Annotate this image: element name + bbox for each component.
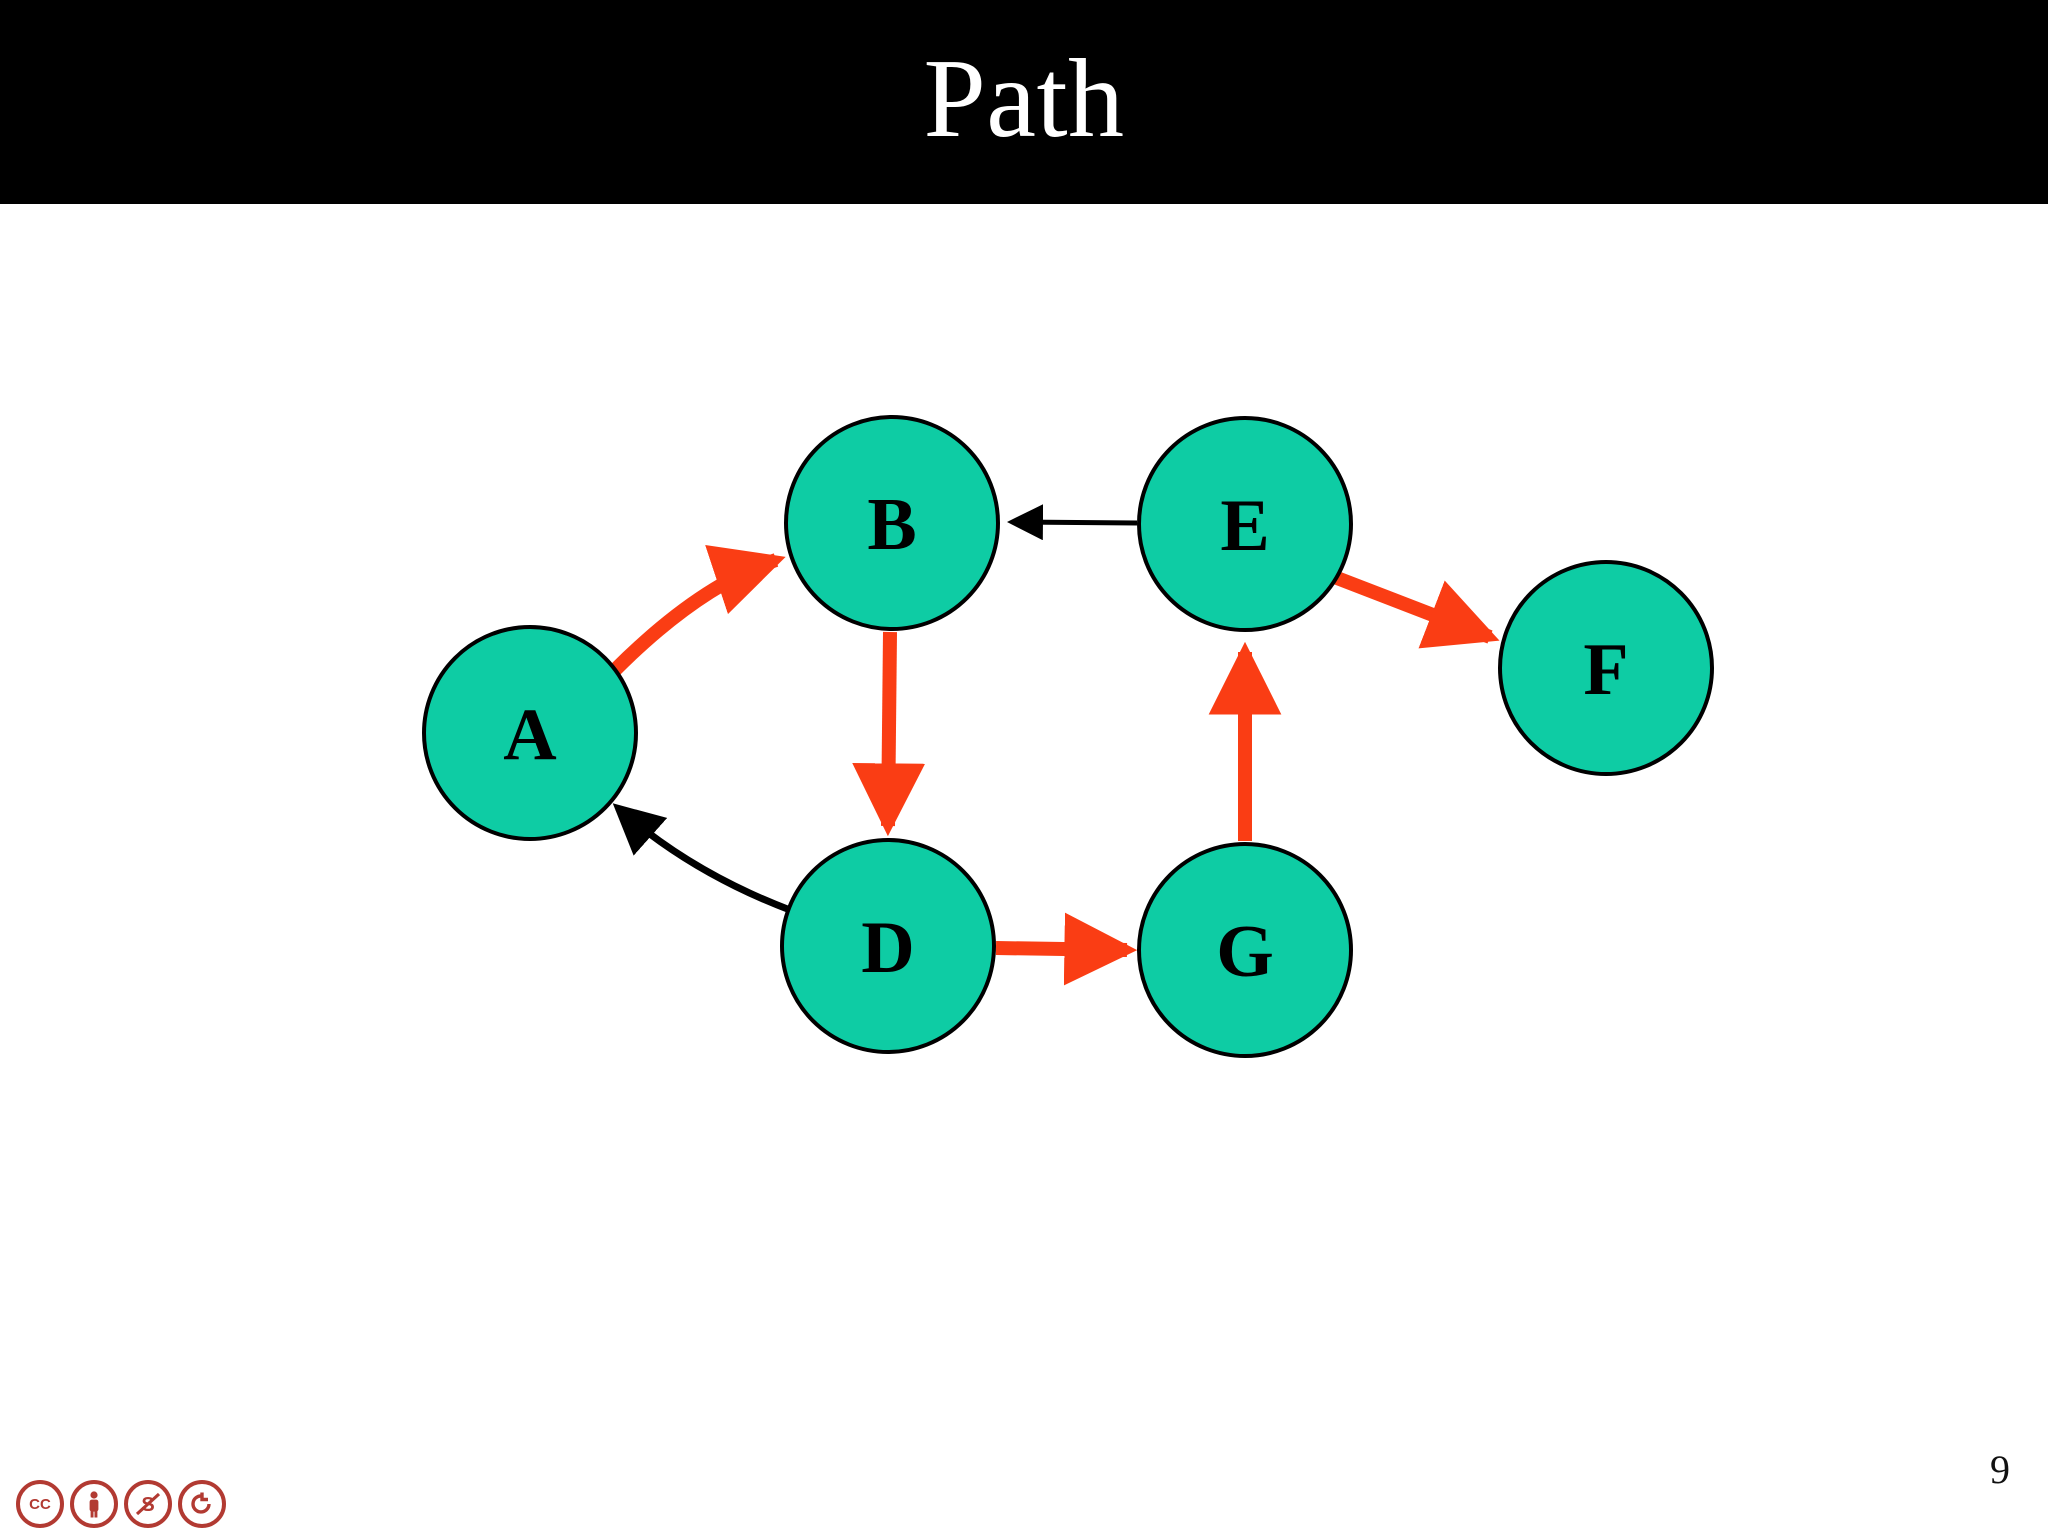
nodes-layer: A B D E F bbox=[422, 415, 1714, 1058]
node-d-circle[interactable] bbox=[780, 838, 996, 1054]
graph-node-b[interactable]: B bbox=[784, 415, 1000, 631]
graph-node-f[interactable]: F bbox=[1498, 560, 1714, 776]
page-title: Path bbox=[923, 37, 1125, 161]
edge-d-to-a bbox=[612, 803, 792, 914]
graph-node-d[interactable]: D bbox=[780, 838, 996, 1054]
graph-node-a[interactable]: A bbox=[422, 625, 638, 841]
graph-svg: A B D E F bbox=[422, 415, 1714, 1058]
edge-b-to-d bbox=[852, 631, 926, 837]
edge-a-to-b bbox=[610, 545, 786, 675]
node-f-circle[interactable] bbox=[1498, 560, 1714, 776]
noncommercial-icon[interactable]: S bbox=[124, 1480, 172, 1528]
node-b-circle[interactable] bbox=[784, 415, 1000, 631]
title-banner: Path bbox=[0, 0, 2048, 204]
cc-icon[interactable]: CC bbox=[16, 1480, 64, 1528]
attribution-icon[interactable] bbox=[70, 1480, 118, 1528]
graph-diagram: A B D E F bbox=[0, 204, 2048, 1536]
node-g-circle[interactable] bbox=[1137, 842, 1353, 1058]
node-a-circle[interactable] bbox=[422, 625, 638, 841]
sharealike-icon[interactable] bbox=[178, 1480, 226, 1528]
graph-node-g[interactable]: G bbox=[1137, 842, 1353, 1058]
creative-commons-license[interactable]: CC S bbox=[16, 1480, 226, 1528]
graph-node-e[interactable]: E bbox=[1137, 416, 1353, 632]
edge-e-to-f bbox=[1334, 571, 1500, 649]
edge-e-to-b bbox=[1006, 504, 1138, 541]
node-e-circle[interactable] bbox=[1137, 416, 1353, 632]
edges-layer bbox=[610, 504, 1500, 986]
svg-text:CC: CC bbox=[29, 1496, 51, 1513]
edge-d-to-g bbox=[995, 912, 1138, 986]
